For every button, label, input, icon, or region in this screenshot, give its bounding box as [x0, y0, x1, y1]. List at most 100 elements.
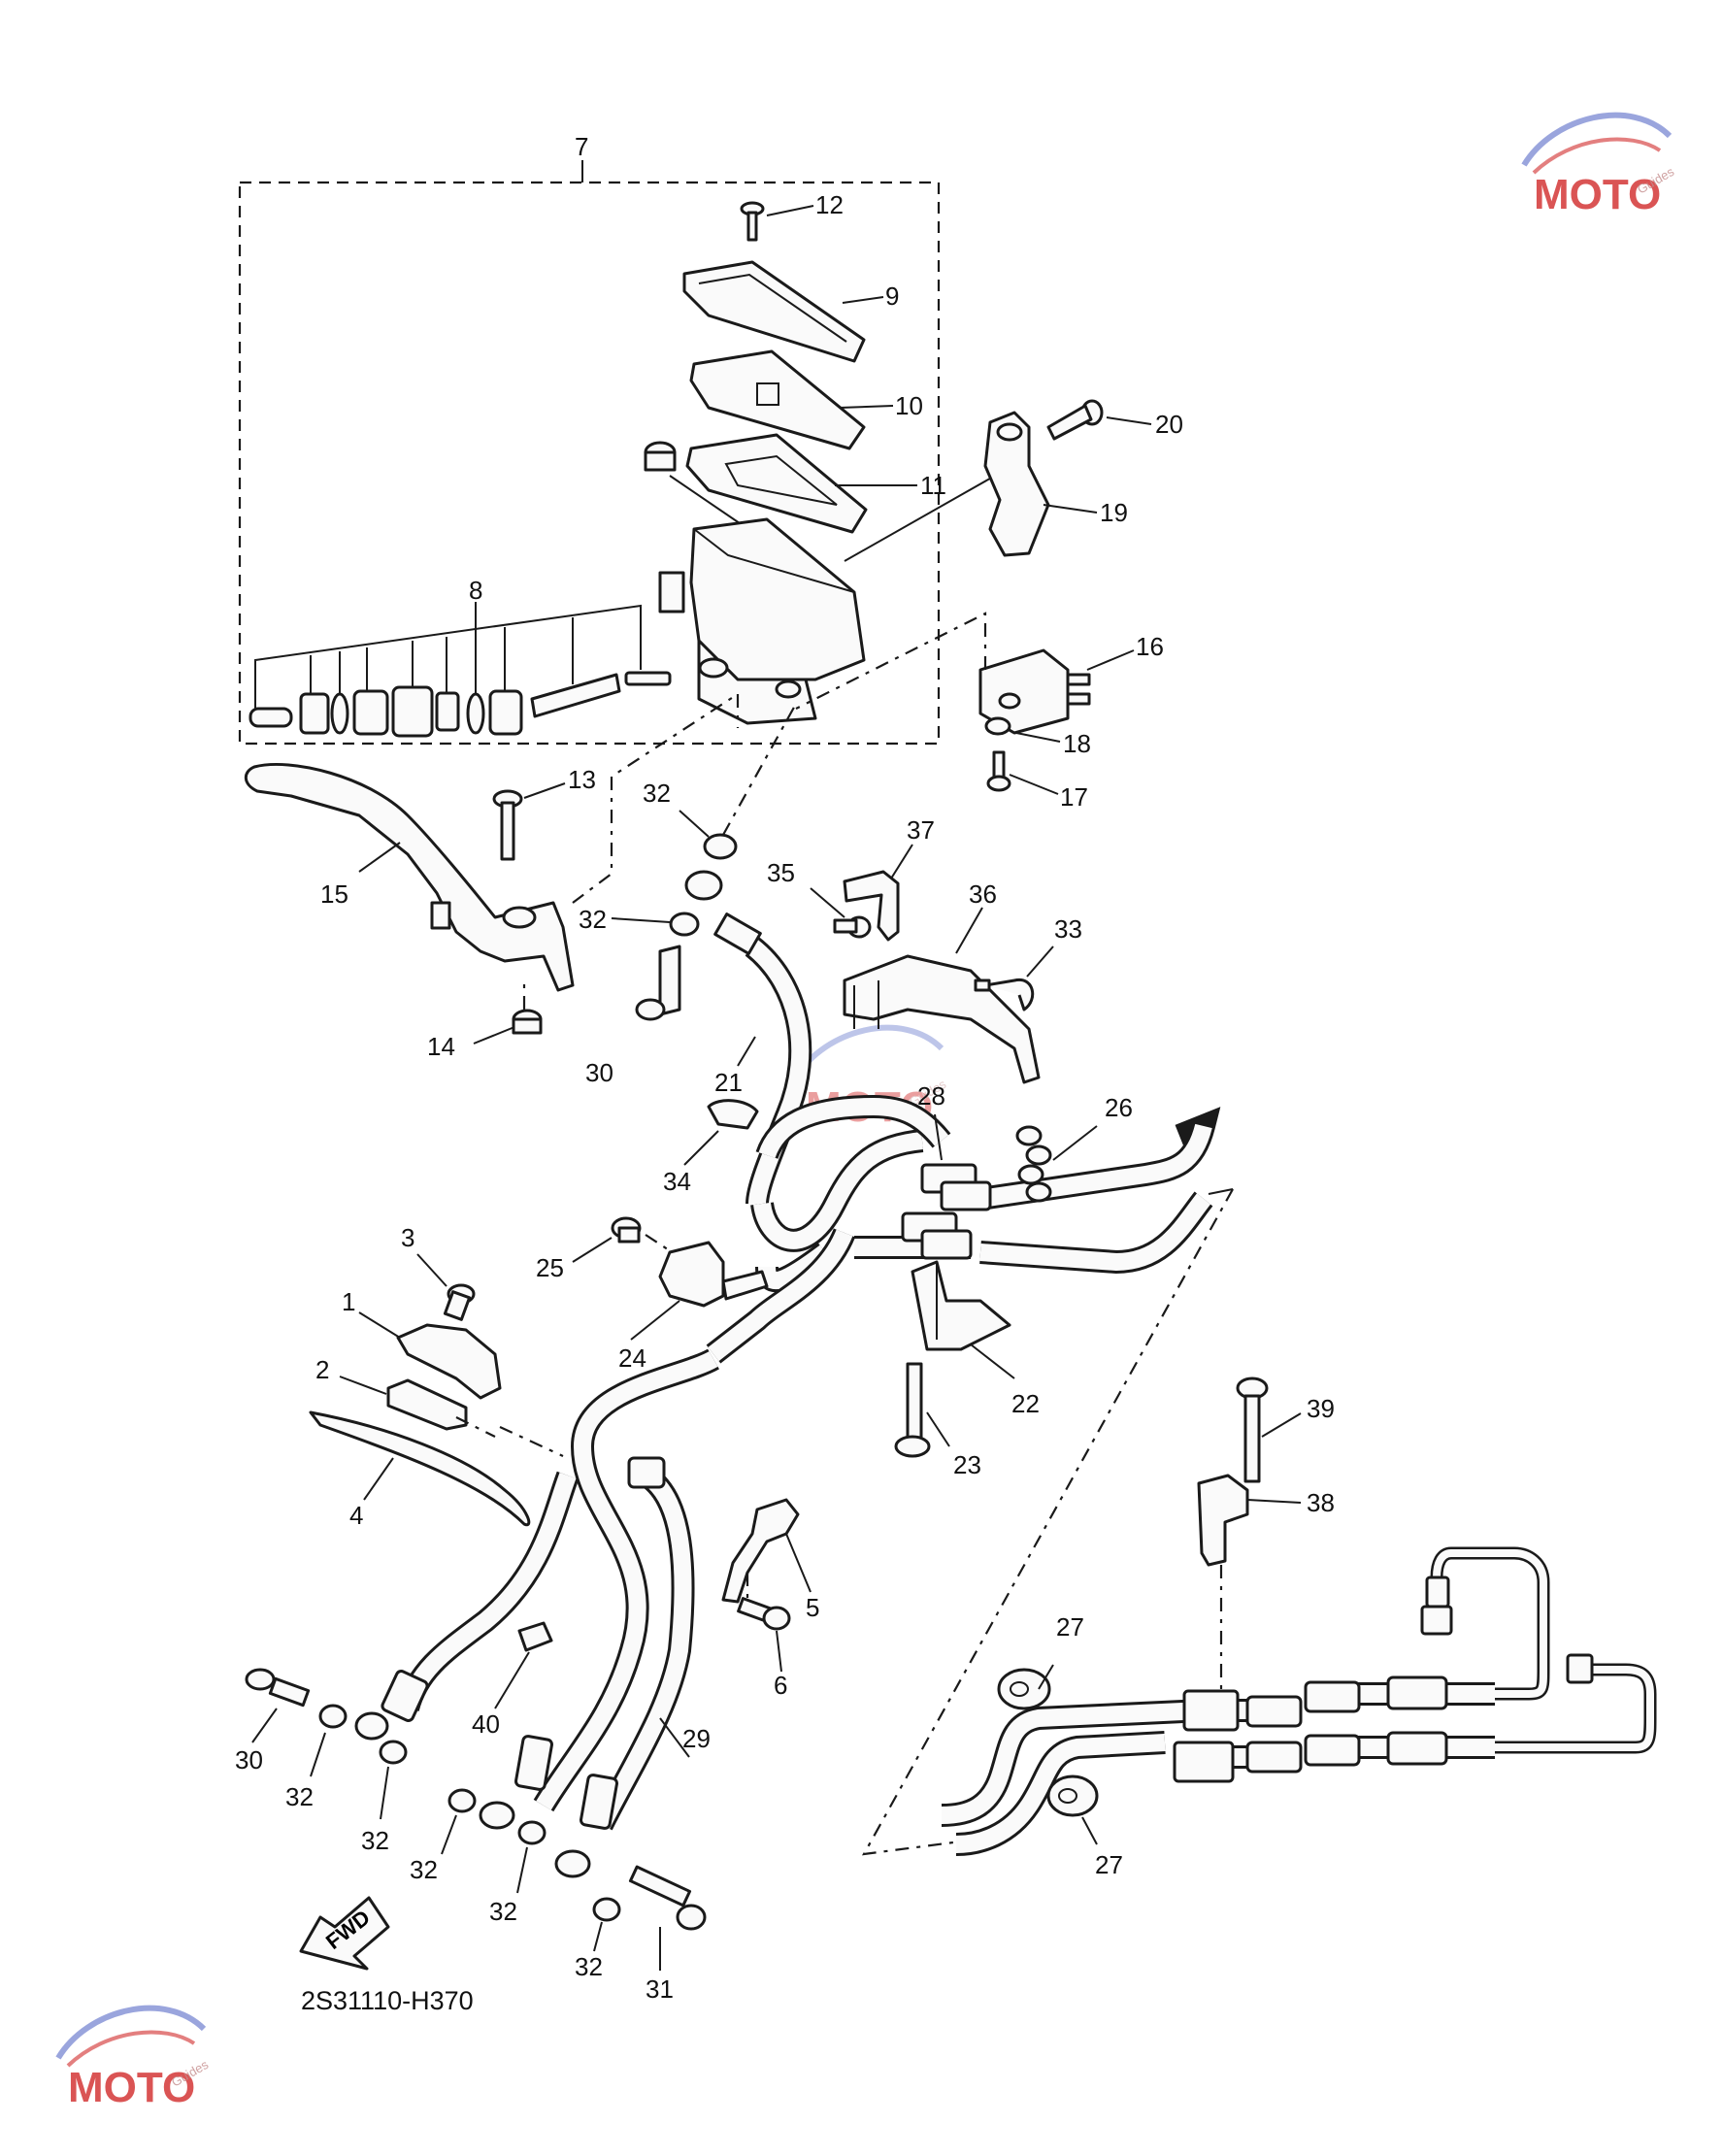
- part-33-clip: [974, 978, 1035, 1012]
- callout-3: 3: [401, 1223, 414, 1252]
- callout-32-f: 32: [489, 1897, 517, 1926]
- callout-32-e: 32: [410, 1855, 438, 1884]
- callout-35: 35: [767, 858, 795, 887]
- part-39-bolt: [1236, 1377, 1269, 1483]
- part-17-switch-screw: [986, 750, 1011, 792]
- part-3-screw: [443, 1283, 476, 1321]
- part-27-clamp-lower: [1046, 1775, 1099, 1817]
- part-27-clamp-upper: [997, 1668, 1051, 1710]
- part-pipe-nut-right: [1566, 1653, 1594, 1684]
- part-9-reservoir-cap: [682, 260, 866, 363]
- part-lower-fitting-center: [514, 1735, 553, 1791]
- part-32-washer-g: [592, 1897, 621, 1922]
- callout-23: 23: [953, 1450, 981, 1479]
- callout-6: 6: [774, 1671, 787, 1700]
- part-34-hose-clamp: [707, 1099, 759, 1130]
- callout-7: 7: [575, 132, 588, 161]
- callout-36: 36: [969, 879, 997, 909]
- part-8-piston-kit: [249, 671, 672, 738]
- part-29-lower-brake-hoses: [396, 1228, 856, 1831]
- part-32-washer-d: [379, 1740, 408, 1765]
- callout-12: 12: [815, 190, 844, 219]
- part-30-union-bolt-a: [635, 945, 681, 1021]
- part-13-pivot-bolt: [492, 789, 523, 861]
- callout-17: 17: [1060, 782, 1088, 812]
- part-26-hose-spring: [1015, 1125, 1052, 1203]
- part-32-washer-c: [318, 1704, 348, 1729]
- part-14-nut: [512, 1009, 543, 1035]
- callout-40: 40: [472, 1709, 500, 1739]
- callout-38: 38: [1307, 1488, 1335, 1517]
- callout-37: 37: [907, 815, 935, 845]
- callout-9: 9: [885, 282, 899, 311]
- part-30-union-bolt-b: [245, 1668, 311, 1708]
- part-21-brake-hose: [713, 912, 812, 1205]
- part-21-banjo: [684, 870, 723, 901]
- part-38-bracket: [1197, 1474, 1249, 1567]
- callout-34: 34: [663, 1167, 691, 1196]
- callout-13: 13: [568, 765, 596, 794]
- callout-27-upper: 27: [1056, 1612, 1084, 1642]
- callout-39: 39: [1307, 1394, 1335, 1423]
- part-36-bracket: [843, 954, 1041, 1084]
- part-inset-fitting-lower: [1173, 1741, 1235, 1783]
- callout-18: 18: [1063, 729, 1091, 758]
- part-12-screw: [740, 201, 765, 242]
- fwd-arrow-icon: FWD: [299, 1896, 390, 1971]
- watermark-logo-text-bottom: MOTO: [68, 2064, 195, 2111]
- part-20-holder-bolt: [1046, 399, 1104, 441]
- callout-32-a: 32: [643, 779, 671, 808]
- part-18-washer: [984, 716, 1011, 736]
- callout-26: 26: [1105, 1093, 1133, 1122]
- part-28-hose-fitting: [901, 1163, 992, 1260]
- part-inset-fitting-upper: [1182, 1689, 1240, 1732]
- part-22-hose-bracket: [911, 1260, 1011, 1351]
- callout-19: 19: [1100, 498, 1128, 527]
- callout-27-lower: 27: [1095, 1850, 1123, 1879]
- part-23-bolt: [894, 1362, 931, 1458]
- part-31-union-bolt: [628, 1865, 707, 1931]
- assembly-boundary-7: [238, 181, 941, 746]
- part-25-bolt: [611, 1216, 642, 1244]
- part-11-diaphragm: [685, 433, 868, 534]
- part-15-brake-lever: [244, 763, 575, 992]
- diagram-code: 2S31110-H370: [301, 1986, 474, 2015]
- part-37-bracket: [843, 870, 900, 942]
- callout-22: 22: [1011, 1389, 1040, 1418]
- part-inset-brake-pipes: [1430, 1546, 1657, 1754]
- callout-5: 5: [806, 1593, 819, 1622]
- part-2-plate: [386, 1378, 468, 1431]
- part-banjo-center: [479, 1801, 515, 1830]
- part-6-bolt: [737, 1597, 791, 1631]
- part-32-washer-b: [669, 912, 700, 937]
- part-24-hose-joint: [658, 1241, 725, 1308]
- callout-24: 24: [618, 1343, 646, 1373]
- part-pipe-nut-upper: [1425, 1576, 1450, 1609]
- part-16-brake-switch: [978, 648, 1091, 735]
- callout-25: 25: [536, 1253, 564, 1282]
- inset-boundary-right: [861, 1188, 1234, 1856]
- part-lower-fitting-right: [580, 1774, 618, 1830]
- callout-14: 14: [427, 1032, 455, 1061]
- part-4-guard: [309, 1410, 531, 1527]
- part-grommet: [644, 441, 677, 472]
- callout-30-top: 30: [585, 1058, 613, 1087]
- callout-11: 11: [920, 471, 946, 500]
- part-32-washer-a: [703, 833, 738, 860]
- callout-32-b: 32: [579, 905, 607, 934]
- callout-31: 31: [646, 1974, 674, 2004]
- callout-4: 4: [349, 1501, 363, 1530]
- part-32-washer-e: [447, 1788, 477, 1813]
- callout-21: 21: [714, 1068, 743, 1097]
- callout-1: 1: [342, 1287, 355, 1316]
- part-banjo-right: [554, 1849, 591, 1878]
- callout-8: 8: [469, 576, 482, 605]
- part-banjo-left: [354, 1711, 389, 1741]
- part-master-cylinder-body: [658, 517, 866, 725]
- callout-33: 33: [1054, 914, 1082, 944]
- callout-32-d: 32: [361, 1826, 389, 1855]
- part-5-bracket: [721, 1498, 800, 1604]
- watermark-logo-text: MOTO: [1534, 171, 1661, 218]
- callout-29: 29: [682, 1724, 711, 1753]
